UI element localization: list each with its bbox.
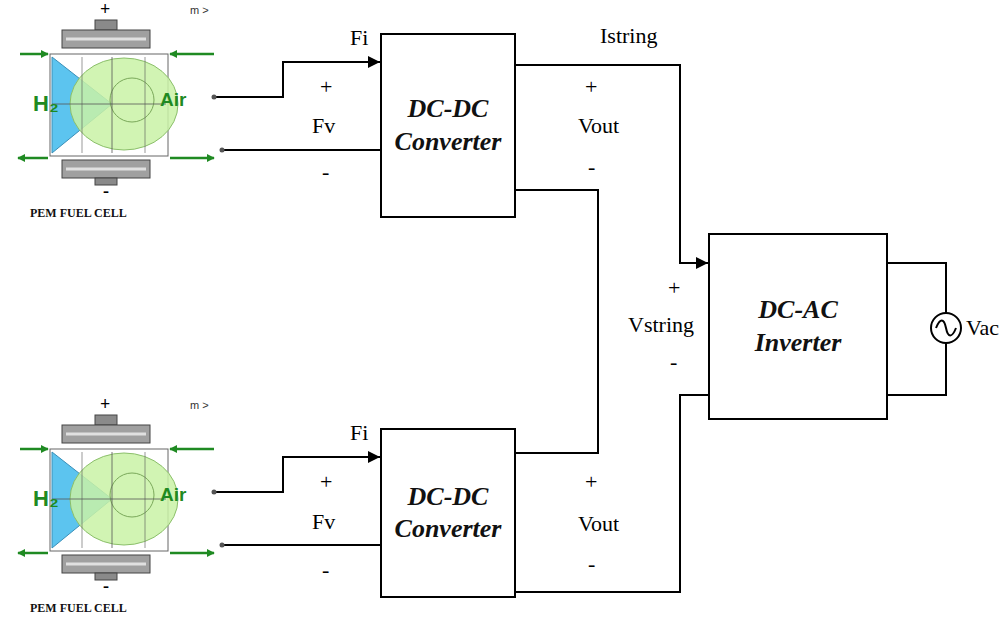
gas-label: H₂ (33, 486, 59, 512)
signal-label: + (320, 470, 332, 494)
signal-label: + (585, 470, 597, 494)
signal-label: - (322, 558, 329, 582)
signal-label: Fv (312, 510, 335, 534)
signal-label: + (320, 75, 332, 99)
wire (516, 395, 708, 592)
signal-label: + (585, 75, 597, 99)
current-label: Istring (600, 24, 657, 48)
box-title: DC-DC Converter (382, 93, 514, 158)
flow-mark: m > (190, 4, 209, 16)
signal-label: Fv (312, 114, 335, 138)
signal-label: + (100, 395, 110, 415)
box-title: DC-DC Converter (382, 481, 514, 546)
signal-label: Vac (966, 316, 999, 340)
signal-label: - (588, 552, 595, 576)
fuel-cell-figure (18, 415, 380, 580)
flow-mark: m > (190, 399, 209, 411)
wire (516, 65, 708, 263)
fuel-cell-caption: PEM FUEL CELL (30, 601, 127, 616)
fuel-cell: H₂ AirPEM FUEL CELL (15, 400, 255, 615)
signal-label: - (103, 577, 109, 597)
gas-label: H₂ (33, 91, 59, 117)
signal-label: Vout (578, 114, 619, 138)
signal-label: Vout (578, 512, 619, 536)
ac-source (888, 263, 961, 395)
gas-label: Air (160, 484, 186, 506)
fuel-cell: H₂ AirPEM FUEL CELL (15, 5, 255, 220)
converter-box: DC-AC Inverter (708, 233, 888, 420)
signal-label: - (322, 160, 329, 184)
signal-label: - (670, 350, 677, 374)
fuel-cell-figure (18, 20, 380, 185)
signal-label: + (668, 276, 680, 300)
signal-label: Vstring (628, 313, 694, 337)
signal-label: - (103, 182, 109, 202)
wire (255, 457, 380, 492)
current-label: Fi (350, 421, 368, 445)
fuel-cell-caption: PEM FUEL CELL (30, 206, 127, 221)
wire (516, 190, 598, 453)
wire (255, 62, 380, 97)
current-label: Fi (350, 26, 368, 50)
box-title: DC-AC Inverter (710, 294, 886, 359)
signal-label: - (588, 155, 595, 179)
converter-box: DC-DC Converter (380, 428, 516, 598)
converter-box: DC-DC Converter (380, 33, 516, 218)
signal-label: + (100, 0, 110, 20)
gas-label: Air (160, 89, 186, 111)
